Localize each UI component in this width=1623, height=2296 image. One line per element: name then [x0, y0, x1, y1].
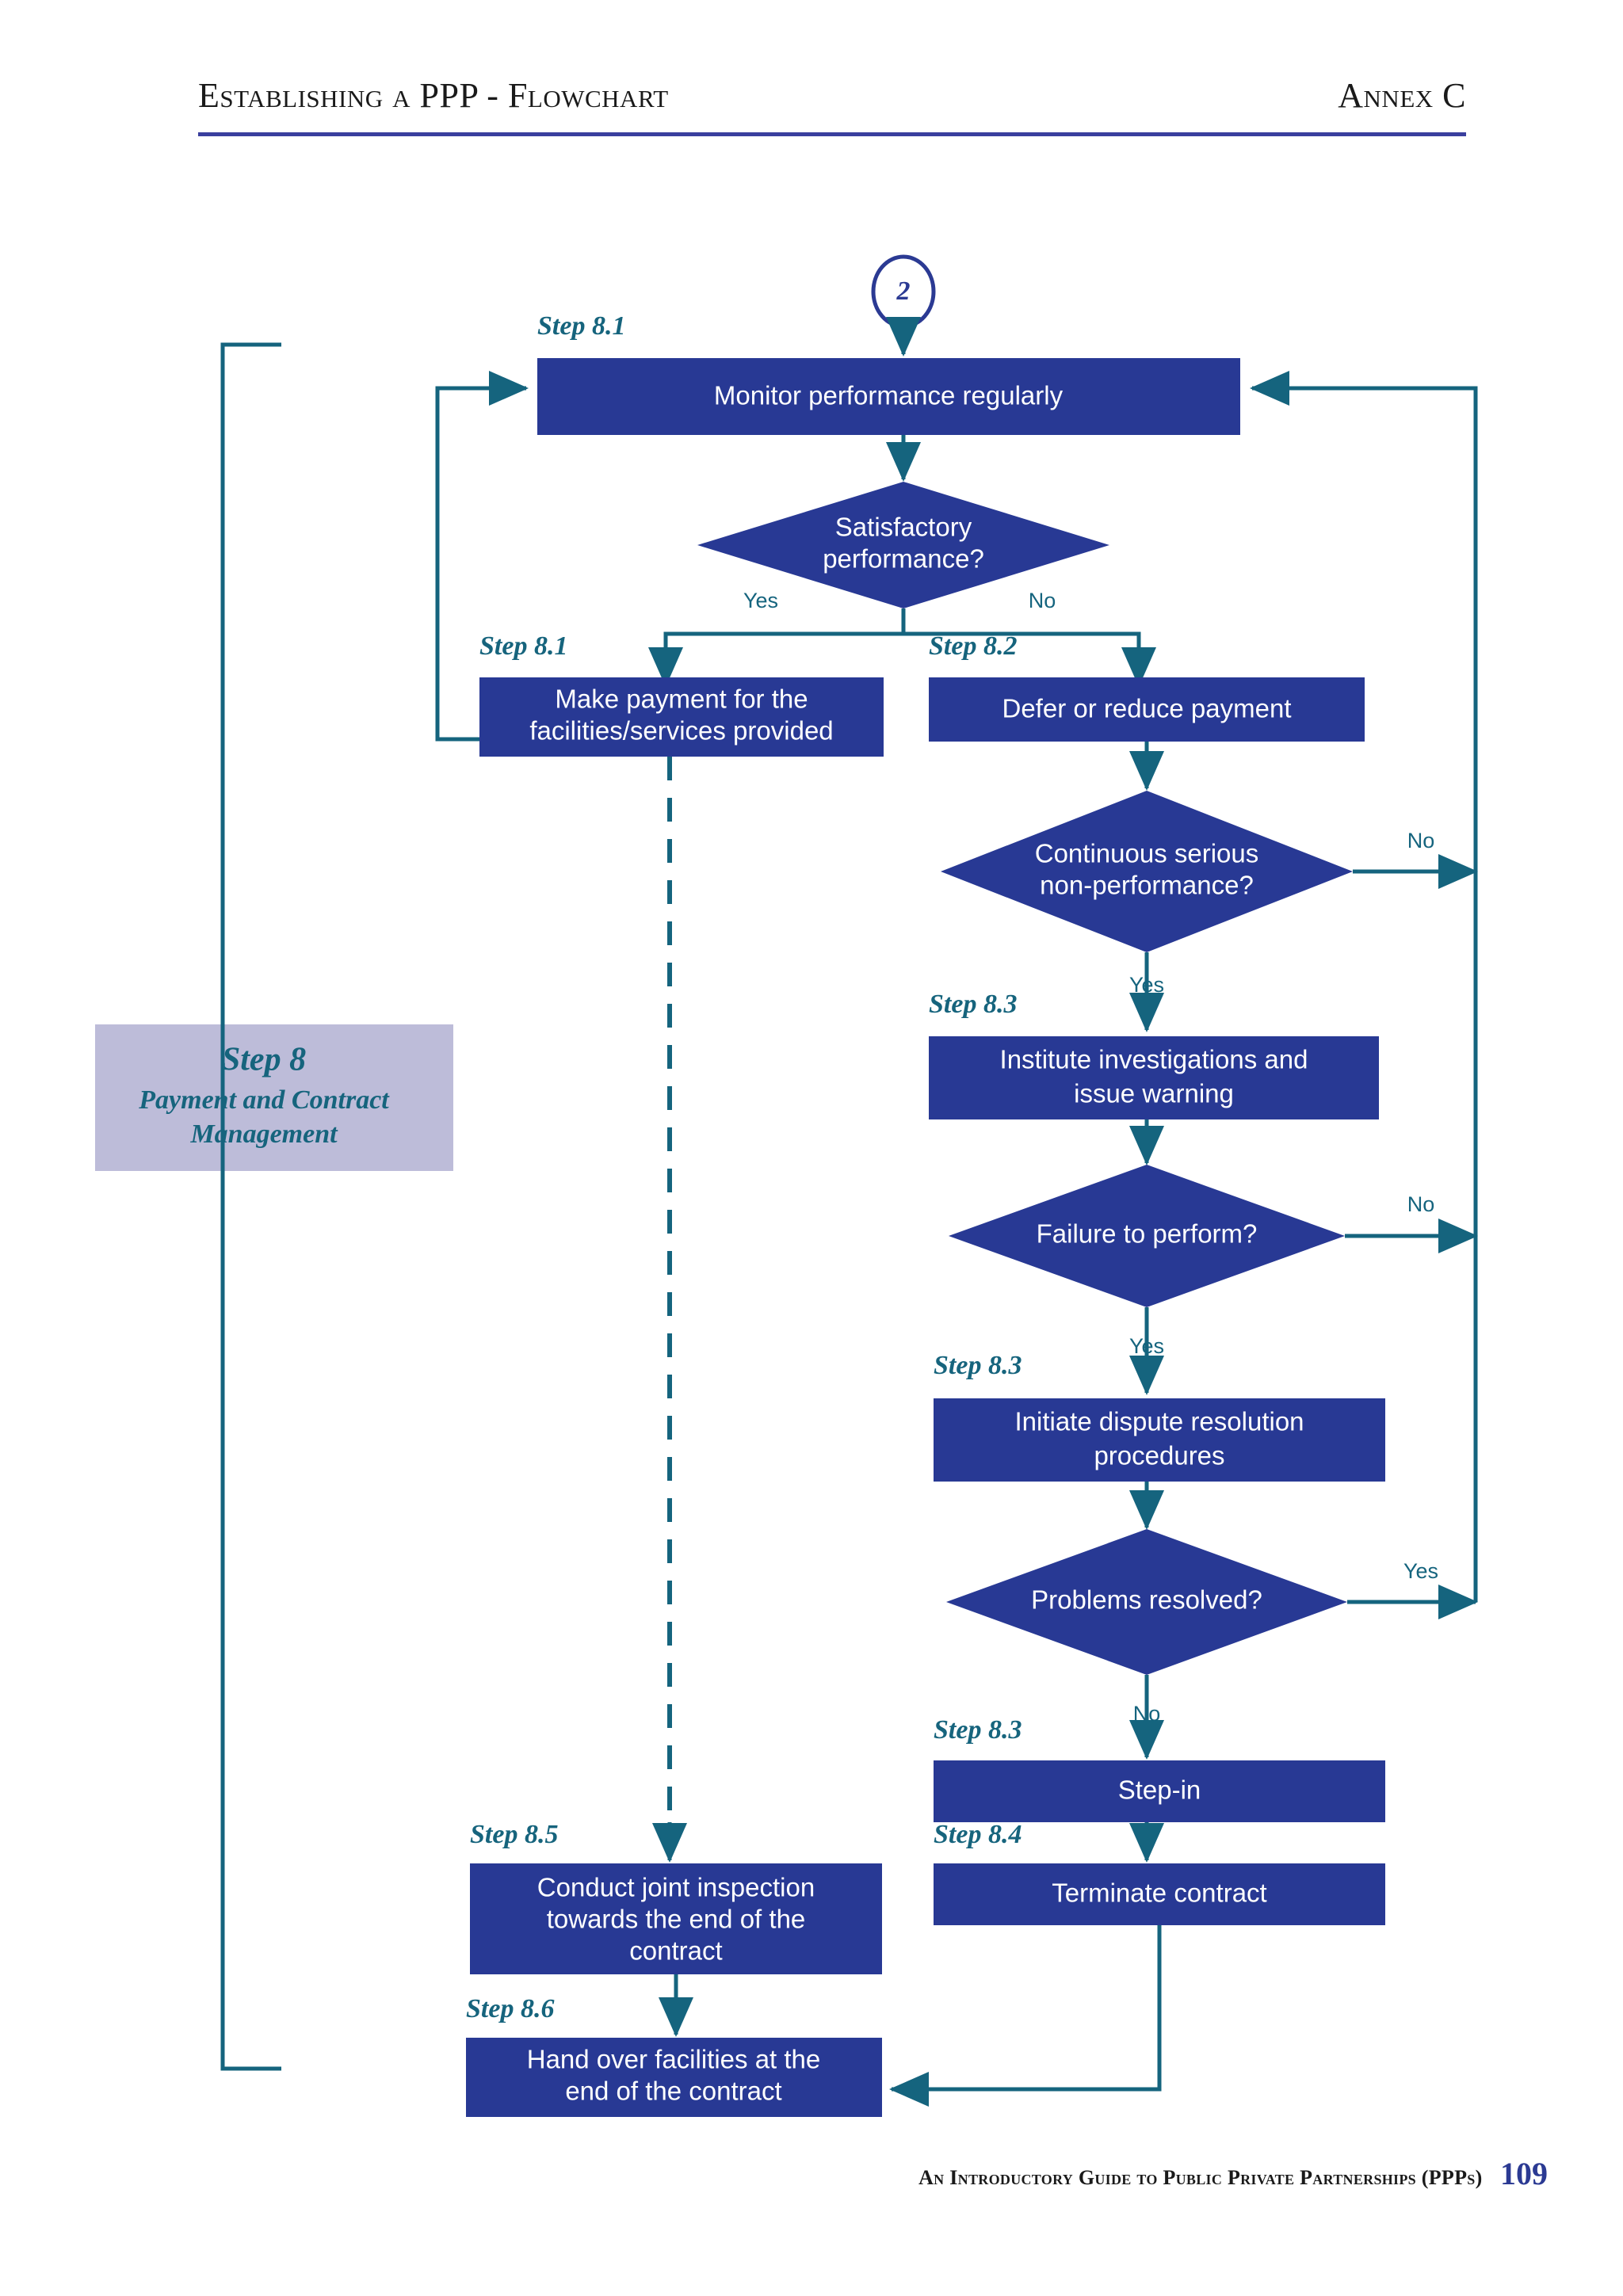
node-joint-inspection: Conduct joint inspection towards the end… — [470, 1863, 882, 1974]
node-failure-to-perform-diamond — [949, 1165, 1345, 1307]
node-step-in-box — [934, 1760, 1385, 1822]
node-hand-over: Hand over facilities at the end of the c… — [466, 2038, 882, 2117]
branch-label-problems-yes: Yes — [1403, 1559, 1438, 1583]
phase-subtitle-line1: Payment and Contract — [138, 1085, 390, 1115]
edge-satisfactory-yes: Yes — [648, 589, 906, 688]
step-label-defer-payment: Step 8.2 — [929, 631, 1017, 661]
page-footer: An Introductory Guide to Public Private … — [0, 2155, 1623, 2192]
edge-continuous-yes: Yes — [1129, 952, 1164, 1033]
node-make-payment: Make payment for the facilities/services… — [479, 677, 884, 757]
node-make-payment-line1: Make payment for the — [555, 685, 808, 714]
node-monitor-performance-label: Monitor performance regularly — [714, 381, 1064, 410]
node-dispute-resolution-line2: procedures — [1094, 1441, 1224, 1470]
edge-outer-left-bracket — [220, 342, 281, 2071]
node-institute-investigations-line2: issue warning — [1074, 1079, 1234, 1108]
node-dispute-resolution-box — [934, 1398, 1385, 1482]
node-dispute-resolution-line1: Initiate dispute resolution — [1014, 1407, 1304, 1436]
node-satisfactory-performance-line1: Satisfactory — [835, 513, 972, 542]
step-label-make-payment: Step 8.1 — [479, 631, 567, 661]
node-continuous-nonperformance-line1: Continuous serious — [1035, 839, 1259, 868]
node-continuous-nonperformance-line2: non-performance? — [1040, 871, 1254, 900]
branch-label-continuous-yes: Yes — [1129, 973, 1164, 997]
node-problems-resolved-label: Problems resolved? — [1031, 1585, 1262, 1615]
node-step-in-label: Step-in — [1118, 1775, 1201, 1805]
node-terminate-contract-box — [934, 1863, 1385, 1925]
node-terminate-contract-label: Terminate contract — [1052, 1878, 1266, 1908]
phase-band-background — [95, 1024, 453, 1171]
node-satisfactory-performance-line2: performance? — [823, 544, 984, 574]
step-label-step-in: Step 8.3 — [934, 1715, 1022, 1745]
node-failure-to-perform-label: Failure to perform? — [1037, 1219, 1258, 1249]
connector-label: 2 — [896, 277, 911, 306]
edge-failure-yes: Yes — [1129, 1307, 1164, 1396]
node-failure-to-perform: Failure to perform? — [949, 1165, 1345, 1307]
node-defer-payment: Defer or reduce payment — [929, 677, 1365, 742]
edge-problems-no: No — [1129, 1675, 1164, 1760]
page-number: 109 — [1500, 2156, 1548, 2191]
node-dispute-resolution: Initiate dispute resolution procedures — [934, 1398, 1385, 1482]
node-joint-inspection-box — [470, 1863, 882, 1974]
node-monitor-performance: Monitor performance regularly — [537, 358, 1240, 435]
step-label-monitor: Step 8.1 — [537, 311, 625, 341]
node-make-payment-box — [479, 677, 884, 757]
edge-satisfactory-no: No — [901, 589, 1156, 688]
step-label-institute-investigations: Step 8.3 — [929, 990, 1017, 1019]
edge-terminate-to-handover — [888, 1925, 1162, 2107]
phase-band-step8: Step 8 Payment and Contract Management — [95, 1024, 453, 1171]
node-problems-resolved-diamond — [946, 1529, 1347, 1675]
node-joint-inspection-line2: towards the end of the — [547, 1905, 806, 1934]
node-institute-investigations-line1: Institute investigations and — [1000, 1045, 1308, 1074]
node-defer-payment-label: Defer or reduce payment — [1002, 694, 1291, 723]
node-step-in: Step-in — [934, 1760, 1385, 1822]
branch-label-satisfactory-yes: Yes — [743, 589, 778, 612]
annex-label: Annex C — [1338, 76, 1466, 115]
node-joint-inspection-line1: Conduct joint inspection — [537, 1873, 815, 1902]
node-hand-over-line2: end of the contract — [565, 2077, 781, 2106]
node-joint-inspection-line3: contract — [629, 1936, 722, 1966]
edge-make-payment-to-monitor — [435, 371, 529, 742]
edge-failure-no-to-monitor: No — [1345, 1192, 1479, 1253]
step-label-terminate-contract: Step 8.4 — [934, 1820, 1022, 1849]
node-continuous-nonperformance-diamond — [941, 791, 1353, 952]
node-problems-resolved: Problems resolved? — [946, 1529, 1347, 1675]
node-terminate-contract: Terminate contract — [934, 1863, 1385, 1925]
page-title: Establishing a PPP - Flowchart — [198, 76, 669, 115]
edge-continuous-no-to-monitor: No — [1353, 829, 1479, 889]
phase-subtitle-line2: Management — [189, 1119, 338, 1149]
entry-connector-node: 2 — [871, 254, 936, 329]
node-continuous-nonperformance: Continuous serious non-performance? — [941, 791, 1353, 952]
phase-title: Step 8 — [222, 1042, 306, 1078]
node-hand-over-box — [466, 2038, 882, 2117]
node-monitor-performance-box — [537, 358, 1240, 435]
branch-label-failure-yes: Yes — [1129, 1334, 1164, 1358]
edge-right-return-rail — [1249, 371, 1478, 1602]
branch-label-problems-no: No — [1133, 1702, 1161, 1726]
branch-label-continuous-no: No — [1407, 829, 1435, 852]
node-institute-investigations: Institute investigations and issue warni… — [929, 1036, 1379, 1119]
node-hand-over-line1: Hand over facilities at the — [527, 2045, 821, 2074]
header-divider — [198, 132, 1466, 136]
branch-label-satisfactory-no: No — [1029, 589, 1056, 612]
node-satisfactory-performance-diamond — [697, 482, 1109, 608]
step-label-dispute-resolution: Step 8.3 — [934, 1351, 1022, 1380]
edge-problems-yes-to-monitor: Yes — [1347, 1559, 1479, 1619]
footer-guide-title: An Introductory Guide to Public Private … — [918, 2166, 1483, 2189]
page-header: Establishing a PPP - Flowchart Annex C — [198, 75, 1466, 139]
node-make-payment-line2: facilities/services provided — [529, 716, 833, 746]
node-satisfactory-performance: Satisfactory performance? — [697, 482, 1109, 608]
step-label-hand-over: Step 8.6 — [466, 1994, 554, 2023]
step-label-joint-inspection: Step 8.5 — [470, 1820, 558, 1849]
node-institute-investigations-box — [929, 1036, 1379, 1119]
node-defer-payment-box — [929, 677, 1365, 742]
branch-label-failure-no: No — [1407, 1192, 1435, 1216]
